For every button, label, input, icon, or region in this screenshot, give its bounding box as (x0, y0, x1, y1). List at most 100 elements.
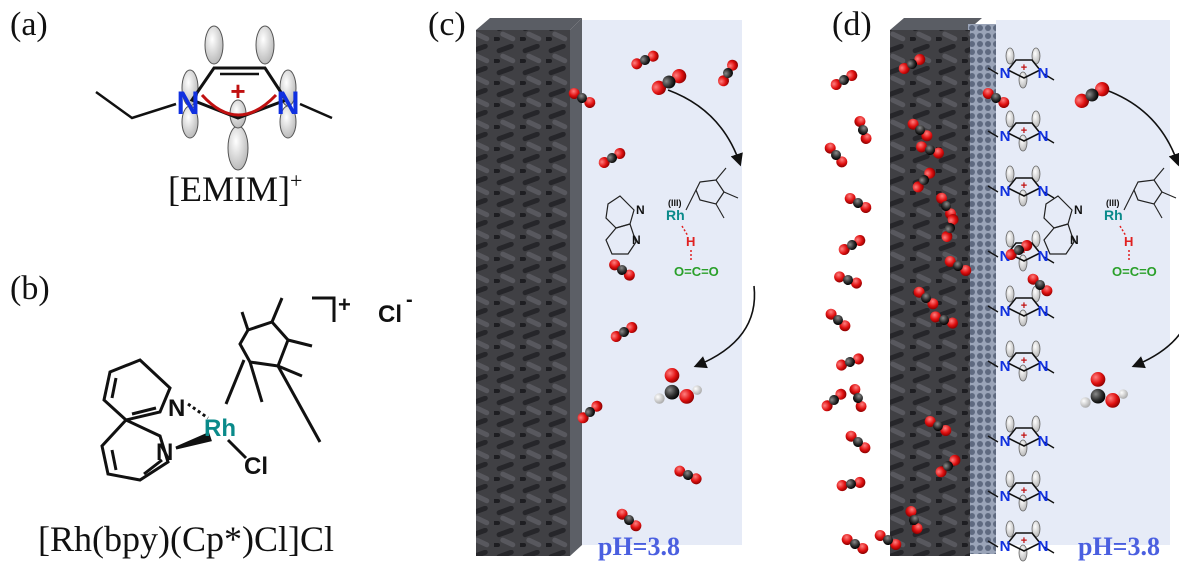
co2-molecule (944, 256, 972, 276)
emim-cation-charge: + (1021, 245, 1027, 257)
panel-label-d: (d) (832, 6, 872, 43)
co2-molecule (924, 416, 952, 436)
emim-cation-n1: N (1000, 183, 1011, 200)
emim-cation-n3: N (1038, 128, 1049, 145)
co2-molecule (935, 454, 961, 478)
ionic-liquid-layer (968, 24, 996, 554)
formic-acid-molecule (1080, 372, 1128, 408)
co2-molecule (845, 430, 871, 454)
emim-cation-n3: N (1038, 358, 1049, 375)
emim-cation-n1: N (1000, 488, 1011, 505)
panel-label-a: (a) (10, 6, 48, 43)
co2-molecule (616, 508, 642, 532)
emim-cation-icon: + N N (987, 230, 1055, 272)
emim-cation-n1: N (1000, 128, 1011, 145)
emim-cation-charge: + (1021, 355, 1027, 367)
emim-cation-n3: N (1038, 433, 1049, 450)
emim-cation-charge: + (1021, 125, 1027, 137)
solution-region-c (582, 20, 742, 545)
ph-label-d: pH=3.8 (1078, 532, 1160, 561)
emim-cation-n3: N (1038, 303, 1049, 320)
co2-molecule (907, 118, 933, 142)
hydride-label: H (686, 234, 695, 249)
panel-c-scene (476, 18, 742, 556)
emim-n3-label: N (276, 85, 299, 121)
formic-acid-molecule (654, 368, 702, 404)
emim-caption-charge: + (289, 168, 303, 193)
emim-cation-charge: + (1021, 485, 1027, 497)
co2-molecule (849, 384, 867, 412)
co2-molecule (982, 88, 1010, 108)
emim-cation-n1: N (1000, 65, 1011, 82)
emim-structure: + N N (95, 25, 333, 171)
rh-complex-caption: [Rh(bpy)(Cp*)Cl]Cl (38, 519, 334, 559)
rh-n2-label: N (156, 439, 173, 466)
emim-cation-charge: + (1021, 430, 1027, 442)
co2-molecule (651, 69, 687, 95)
co2-molecule (836, 353, 864, 371)
co2-molecule (821, 388, 847, 412)
catalyst-n2-label: N (1070, 233, 1079, 247)
panel-label-b: (b) (10, 270, 50, 307)
co2-molecule (836, 476, 866, 492)
co2-molecule (874, 530, 902, 550)
counter-ion-charge: - (406, 289, 413, 311)
co2-molecule (930, 311, 958, 329)
co2-molecule (1005, 240, 1033, 260)
emim-charge: + (230, 76, 245, 106)
co2-molecule (1074, 82, 1110, 108)
emim-cation-n1: N (1000, 248, 1011, 265)
co2-molecule (905, 506, 923, 534)
co2-molecule (674, 465, 702, 485)
catalyst-n1-label: N (636, 203, 645, 217)
ph-label-c: pH=3.8 (598, 532, 680, 561)
co2-molecule (916, 141, 944, 159)
emim-cation-n3: N (1038, 65, 1049, 82)
co2-bound-label: O=C=O (1112, 264, 1157, 279)
catalyst-rh-label: Rh (666, 207, 685, 223)
co2-molecule (838, 235, 866, 255)
rh-n1-label: N (168, 395, 185, 422)
catalyst-n2-label: N (632, 233, 641, 247)
panel-label-c: (c) (428, 6, 466, 43)
emim-caption: [EMIM]+ (168, 168, 302, 210)
emim-cation-n1: N (1000, 358, 1011, 375)
emim-cation-n3: N (1038, 538, 1049, 555)
co2-molecule (898, 54, 926, 74)
panel-d-scene (890, 18, 1170, 556)
co2-molecule (913, 286, 939, 310)
co2-molecule (844, 193, 872, 213)
complex-charge: + (338, 292, 351, 317)
rh-oxidation-state: (III) (1106, 198, 1120, 208)
co2-molecule (912, 167, 936, 193)
rh-metal-label: Rh (204, 415, 236, 442)
co2-bound-label: O=C=O (674, 264, 719, 279)
emim-cation-icon: + N N (987, 110, 1055, 152)
emim-cation-n3: N (1038, 183, 1049, 200)
emim-cation-charge: + (1021, 535, 1027, 547)
rh-oxidation-state: (III) (668, 198, 682, 208)
co2-molecule (824, 142, 848, 168)
co2-molecule (825, 308, 851, 332)
emim-cation-charge: + (1021, 300, 1027, 312)
catalyst-rh-label: Rh (1104, 207, 1123, 223)
co2-molecule (854, 116, 872, 144)
co2-molecule (631, 50, 659, 70)
emim-cation-n3: N (1038, 248, 1049, 265)
electrode-side-c (570, 18, 582, 556)
hydride-label: H (1124, 234, 1133, 249)
co2-molecule (830, 70, 858, 90)
solution-region-d (996, 20, 1170, 545)
co2-molecule (610, 322, 638, 342)
co2-molecule (1027, 273, 1053, 297)
rh-cl-label: Cl (244, 453, 268, 480)
